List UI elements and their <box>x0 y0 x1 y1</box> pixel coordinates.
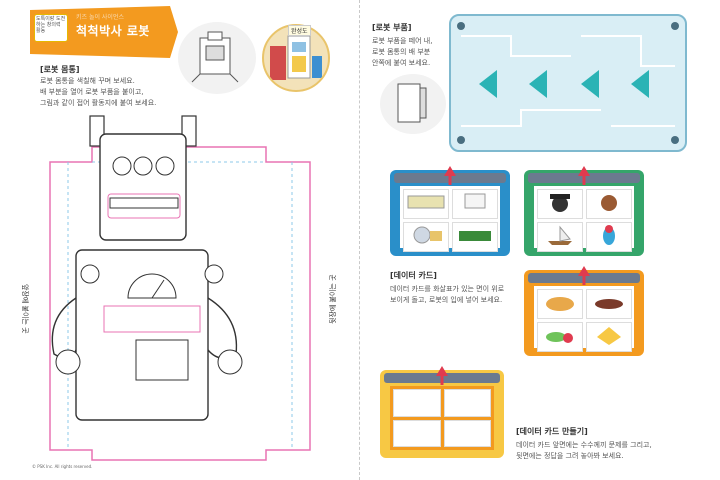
blank-cell <box>443 419 491 447</box>
card-grid <box>534 186 634 252</box>
data-card-computer <box>390 166 510 256</box>
keyboard-image <box>403 189 449 219</box>
card-grid <box>390 386 494 450</box>
robot-part-panel <box>449 14 687 152</box>
series-tag: 도톡이랑 도전하는 창의력 활동 <box>34 14 68 42</box>
up-arrow-icon <box>578 266 590 276</box>
part-hint-bubble <box>380 74 446 134</box>
instructions-parts: 로봇 부품을 떼어 내, 로봇 몸통의 배 부분 안쪽에 붙여 보세요. <box>372 37 433 67</box>
screw-icon <box>457 136 465 144</box>
page-fold <box>359 0 360 480</box>
left-glue-label: 앞장에 붙이는 곳 <box>21 284 29 334</box>
section-label-body: 로봇 몸통 <box>43 65 76 74</box>
section-label-cards: 데이터 카드 <box>393 271 434 280</box>
bun-image <box>537 289 583 319</box>
finished-robot-photo <box>262 24 330 92</box>
instructions-body: 로봇 몸통을 색칠해 꾸며 보세요. 배 부분을 열어 로봇 부품을 붙이고, … <box>40 77 157 107</box>
section-heading-cards: [데이터 카드] <box>390 271 437 280</box>
left-page: 도톡이랑 도전하는 창의력 활동 키즈 놀이 사이언스 척척박사 로봇 [로봇 … <box>21 6 337 469</box>
banner-title: 척척박사 로봇 <box>76 24 150 38</box>
up-arrow-stem <box>582 275 586 285</box>
photo-label: 완성도 <box>288 25 311 36</box>
cheese-image <box>586 322 632 352</box>
blank-cell <box>393 389 441 417</box>
section-heading-body: [로봇 몸통] <box>40 65 80 74</box>
circuit-lines <box>461 35 675 127</box>
card-grid <box>534 286 634 352</box>
screw-icon <box>457 22 465 30</box>
disc-image <box>403 222 449 252</box>
part-hint-sketch <box>397 83 427 123</box>
folded-robot-sketch <box>191 31 239 83</box>
title-banner: 도톡이랑 도전하는 창의력 활동 키즈 놀이 사이언스 척척박사 로봇 <box>30 6 178 58</box>
lettuce-image <box>537 322 583 352</box>
arrow-left-icon <box>479 70 497 98</box>
up-arrow-icon <box>578 166 590 176</box>
banner-subtitle: 키즈 놀이 사이언스 <box>76 14 124 21</box>
instructions-make: 데이터 카드 앞면에는 수수께끼 문제를 그리고, 뒷면에는 정답을 그려 놓아… <box>516 441 652 460</box>
copyright-notice: © PSK Inc. All rights reserved. <box>32 464 93 469</box>
up-arrow-icon <box>436 366 448 376</box>
pirate-image <box>537 189 583 219</box>
instructions-cards: 데이터 카드를 화살표가 있는 면이 위로 보이게 돌고, 로봇의 입에 넣어 … <box>390 285 505 304</box>
memory-image <box>452 222 498 252</box>
blank-data-card <box>380 366 504 458</box>
up-arrow-icon <box>444 166 456 176</box>
section-label-make: 데이터 카드 만들기 <box>519 427 585 436</box>
blank-cell <box>393 419 441 447</box>
right-glue-label: 뒷장에 붙이는 곳 <box>329 274 337 324</box>
data-card-food <box>524 266 644 356</box>
robot-coloring-outline <box>49 115 311 461</box>
up-arrow-stem <box>582 175 586 185</box>
blank-cell <box>443 389 491 417</box>
arrow-left-icon <box>529 70 547 98</box>
card-grid <box>400 186 500 252</box>
section-heading-parts: [로봇 부품] <box>372 23 412 32</box>
section-heading-make: [데이터 카드 만들기] <box>516 427 588 436</box>
patty-image <box>586 289 632 319</box>
parrot-image <box>586 222 632 252</box>
screw-icon <box>671 136 679 144</box>
boy-image <box>586 189 632 219</box>
folded-robot-bubble <box>178 22 256 94</box>
arrow-left-icon <box>581 70 599 98</box>
up-arrow-stem <box>448 175 452 185</box>
monitor-image <box>452 189 498 219</box>
ship-image <box>537 222 583 252</box>
up-arrow-stem <box>440 375 444 385</box>
section-label-parts: 로봇 부품 <box>375 23 408 32</box>
finished-robot-image <box>270 35 322 80</box>
arrow-left-icon <box>631 70 649 98</box>
data-card-characters <box>524 166 644 256</box>
screw-icon <box>671 22 679 30</box>
